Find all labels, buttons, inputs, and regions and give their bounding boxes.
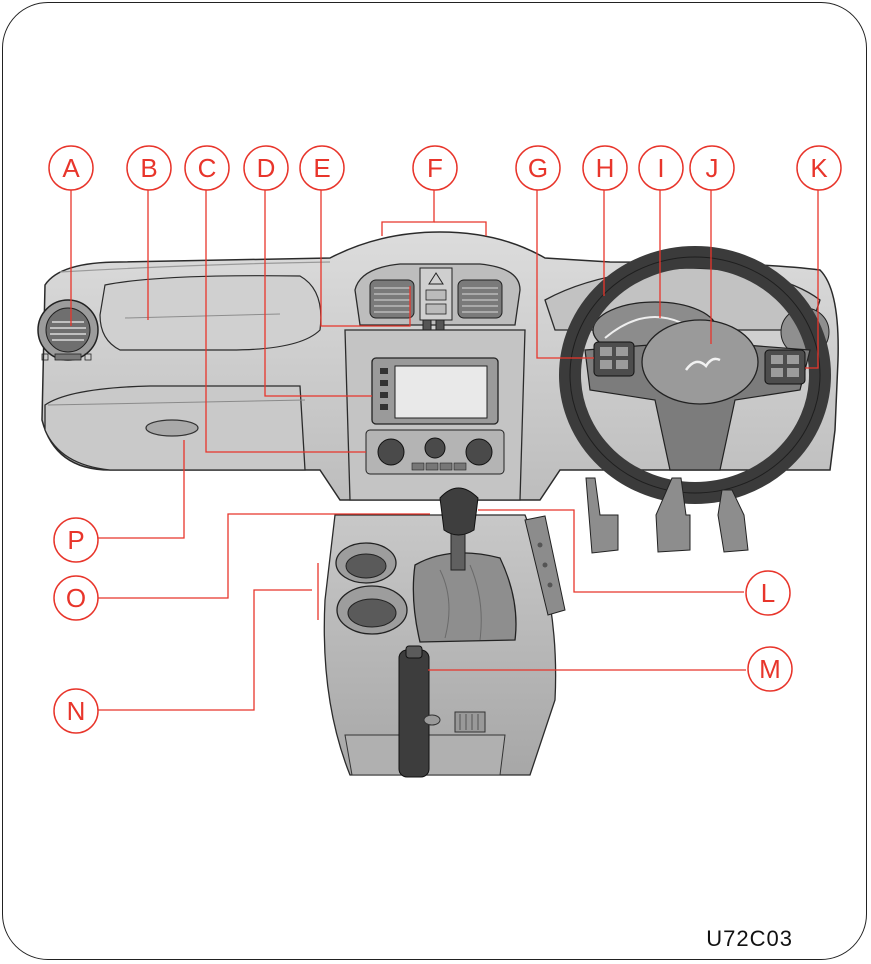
hazard-icon (428, 272, 444, 285)
callout-label-p: P (67, 525, 84, 555)
callout-h (582, 145, 628, 191)
callout-label-i: I (657, 153, 664, 183)
callout-label-c: C (198, 153, 217, 183)
hvac-knob-center (424, 437, 446, 459)
callout-k (796, 145, 842, 191)
callout-o (53, 575, 99, 621)
upper-storage (99, 275, 322, 351)
brake-pedal (655, 477, 691, 553)
hvac-knob-left (377, 438, 405, 466)
callout-label-a: A (62, 153, 80, 183)
callout-e (299, 145, 345, 191)
callout-n (53, 688, 99, 734)
figure-code: U72C03 (706, 926, 793, 951)
callout-label-g: G (528, 153, 548, 183)
callout-label-n: N (67, 696, 86, 726)
glove-box-handle (145, 419, 199, 437)
callout-label-d: D (257, 153, 276, 183)
gear-knob (439, 487, 479, 536)
callout-l (745, 570, 791, 616)
callout-label-k: K (810, 153, 828, 183)
callout-label-h: H (596, 153, 615, 183)
callout-label-o: O (66, 583, 86, 613)
callout-d (243, 145, 289, 191)
callout-c (184, 145, 230, 191)
callout-j (689, 145, 735, 191)
handbrake-lever (398, 649, 430, 778)
callout-label-e: E (313, 153, 330, 183)
callout-label-f: F (427, 153, 443, 183)
callout-label-m: M (759, 654, 781, 684)
callout-a (48, 145, 94, 191)
callout-label-b: B (140, 153, 157, 183)
callout-label-l: L (761, 578, 775, 608)
infotainment-screen (394, 365, 488, 419)
callout-m (747, 646, 793, 692)
hvac-knob-right (465, 438, 493, 466)
leader-lines (70, 190, 819, 711)
callout-g (515, 145, 561, 191)
center-left-air-vent (369, 279, 415, 319)
center-right-air-vent (457, 279, 503, 319)
callout-p (53, 517, 99, 563)
callout-b (126, 145, 172, 191)
accelerator-pedal (717, 489, 749, 553)
callout-f (412, 145, 458, 191)
brand-logo-icon (684, 357, 721, 371)
callout-i (638, 145, 684, 191)
clutch-pedal (585, 477, 619, 554)
callout-label-j: J (706, 153, 719, 183)
callouts (48, 145, 842, 734)
